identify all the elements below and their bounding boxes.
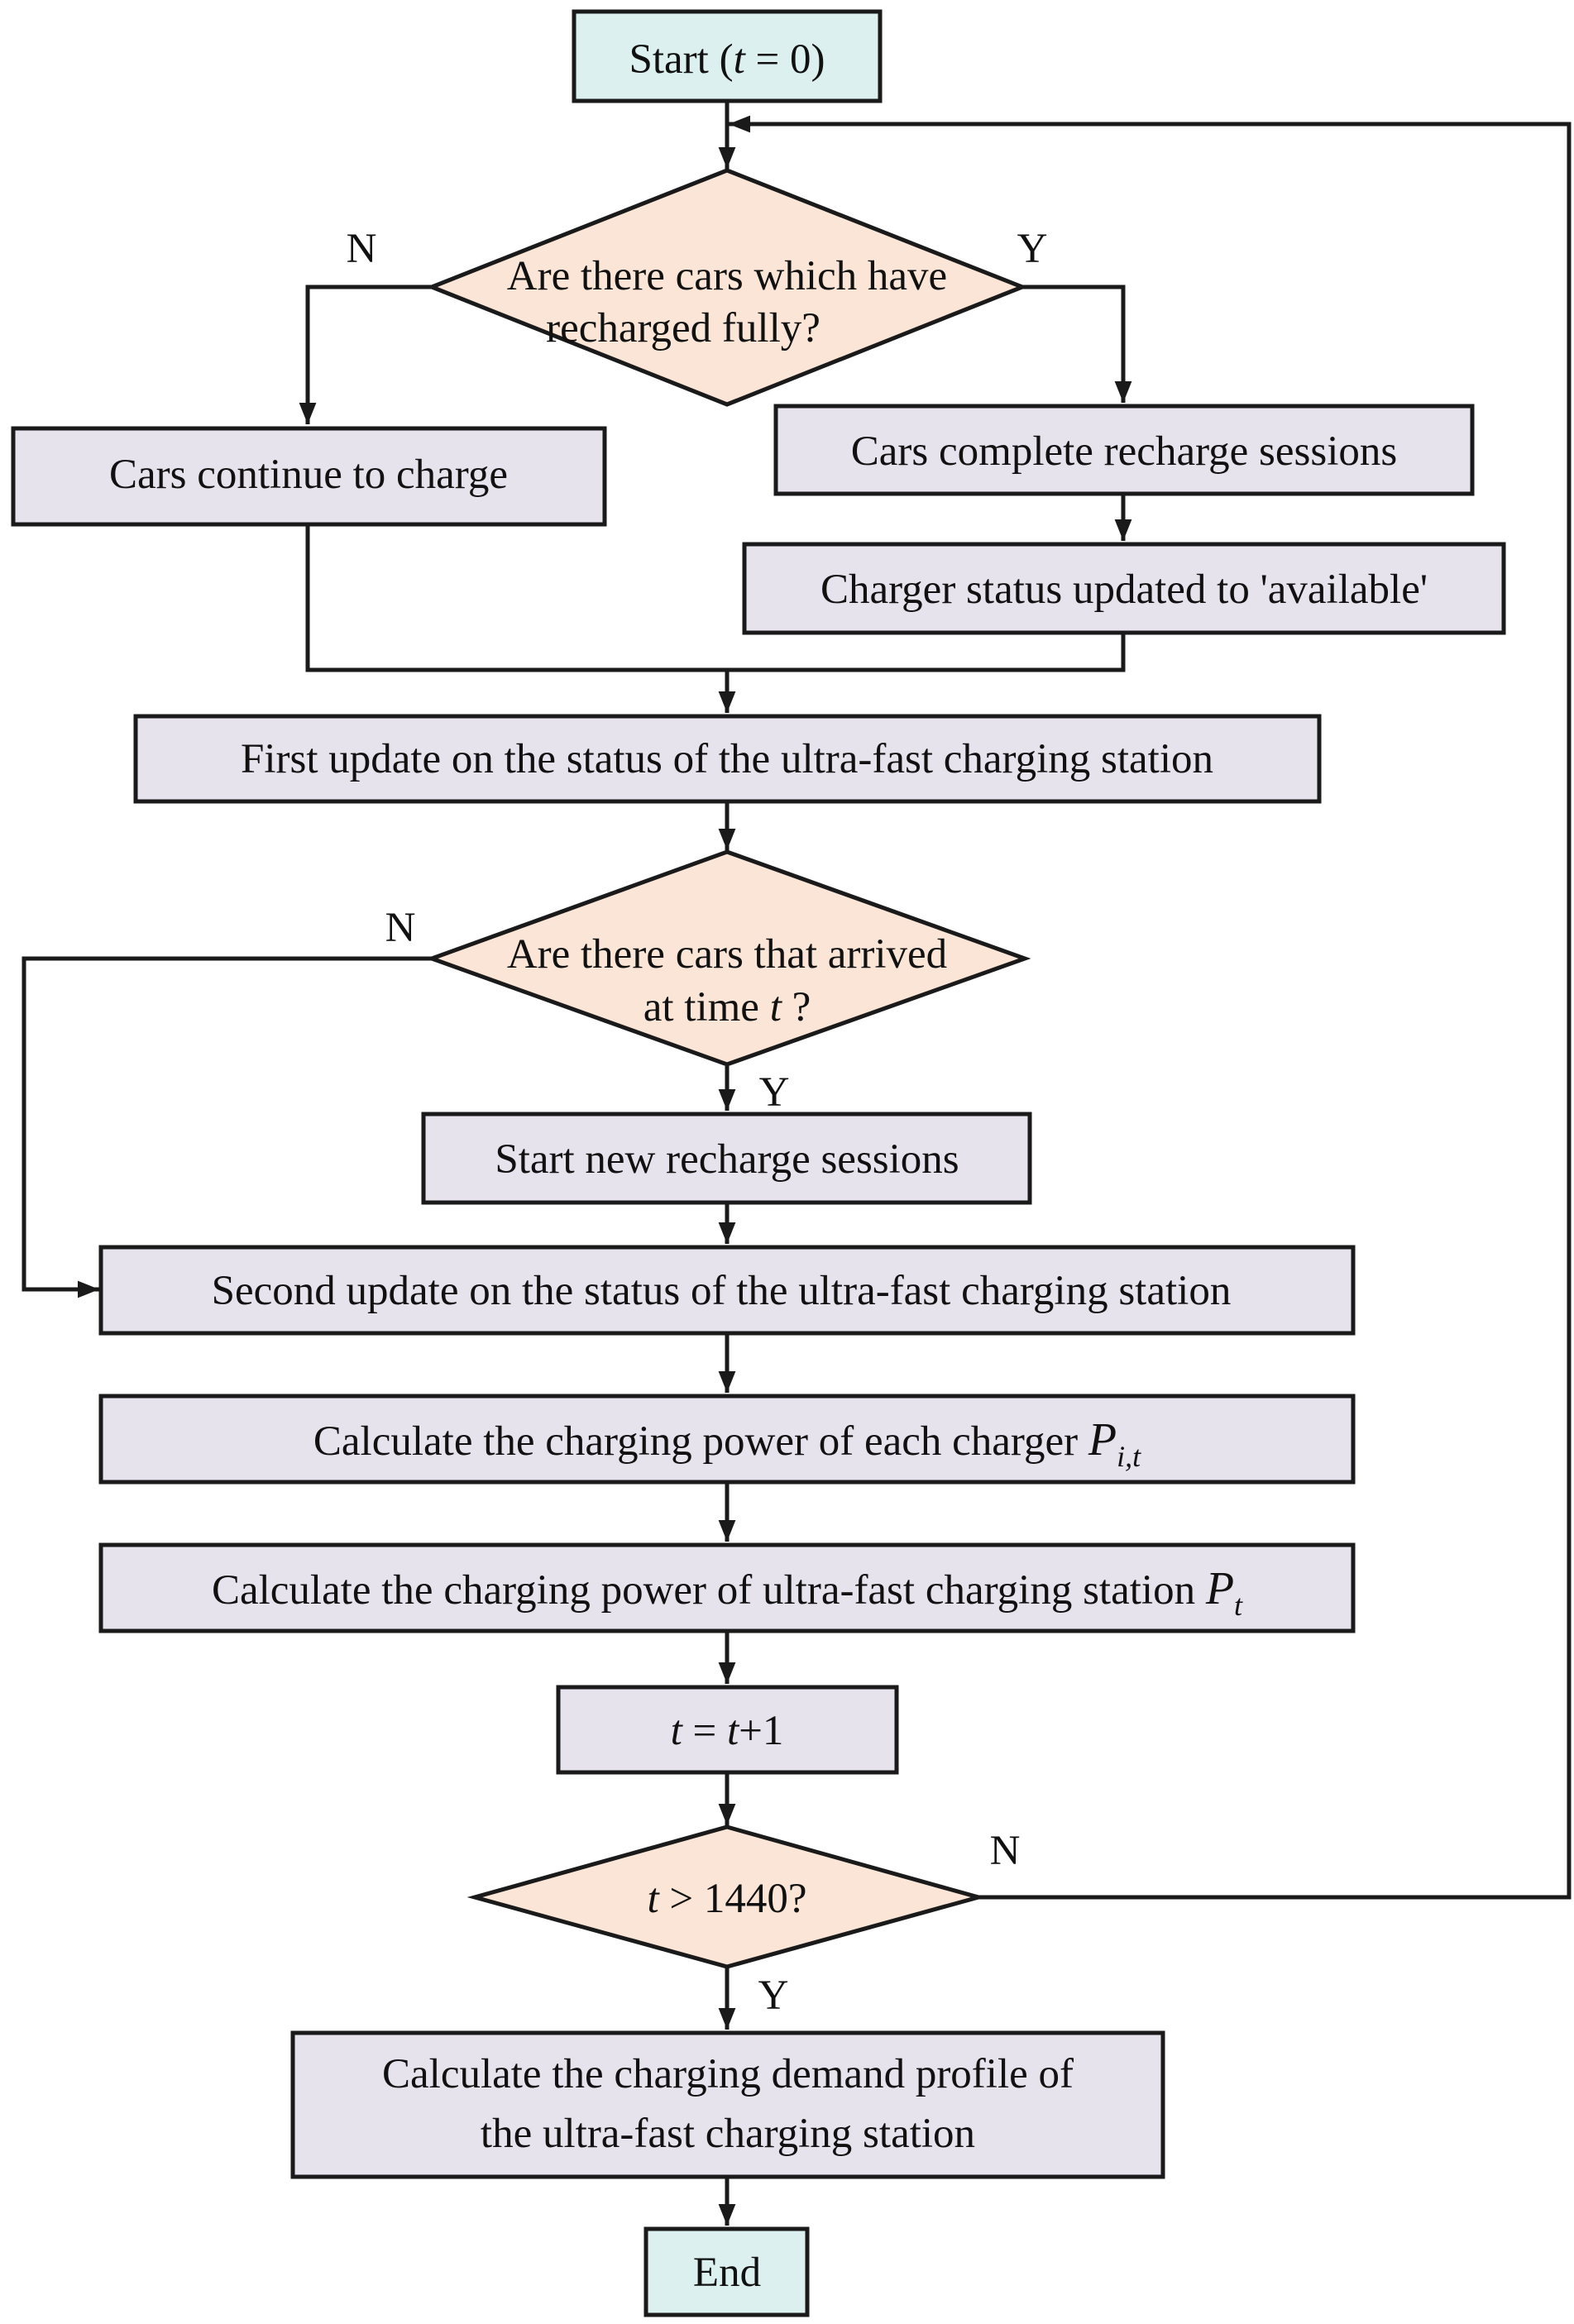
label-time-yes: Y	[758, 1973, 789, 2019]
decision-cars-arrived-line1: Are there cars that arrived	[507, 931, 947, 978]
decision-recharged-fully-line1: Are there cars which have	[507, 253, 947, 299]
second-update-label: Second update on the status of the ultra…	[212, 1268, 1232, 1314]
first-update-label: First update on the status of the ultra-…	[241, 736, 1213, 782]
label-arrived-no: N	[385, 905, 416, 951]
process-charger-available: Charger status updated to 'available'	[742, 542, 1506, 635]
process-continue-charge: Cars continue to charge	[11, 426, 607, 527]
merge-line-left	[305, 524, 727, 672]
connectors	[22, 101, 1572, 2226]
end-label: End	[693, 2250, 761, 2296]
start-node: Start (t = 0)	[572, 9, 883, 103]
end-node: End	[643, 2226, 810, 2317]
merge-line-right	[727, 633, 1126, 672]
decision-time-limit: t > 1440?	[466, 1824, 987, 1969]
process-start-sessions: Start new recharge sessions	[421, 1112, 1032, 1205]
decision-recharged-fully-line2: recharged fully?	[546, 305, 820, 351]
decision-time-limit-label: t > 1440?	[647, 1876, 806, 1922]
label-full-yes: Y	[1017, 226, 1048, 272]
continue-charge-label: Cars continue to charge	[109, 452, 508, 498]
charger-available-label: Charger status updated to 'available'	[820, 567, 1428, 613]
arrow-time-no-loop	[729, 115, 1572, 1900]
decision-cars-arrived: Are there cars that arrived at time t ?	[425, 849, 1031, 1067]
process-first-update: First update on the status of the ultra-…	[133, 714, 1322, 804]
start-label: Start (t = 0)	[629, 36, 825, 83]
calc-profile-line2: the ultra-fast charging station	[481, 2111, 975, 2157]
increment-label: t = t+1	[671, 1708, 784, 1754]
arrow-arrived-no	[22, 956, 432, 1298]
process-increment-time: t = t+1	[556, 1685, 899, 1775]
calc-profile-line1: Calculate the charging demand profile of	[382, 2051, 1074, 2097]
process-calc-charger-power: Calculate the charging power of each cha…	[98, 1394, 1356, 1485]
arrow-full-yes	[1022, 285, 1132, 403]
start-sessions-label: Start new recharge sessions	[495, 1136, 959, 1183]
process-calc-station-power: Calculate the charging power of ultra-fa…	[98, 1542, 1356, 1633]
arrow-full-no	[299, 285, 432, 424]
process-second-update: Second update on the status of the ultra…	[98, 1245, 1356, 1336]
process-calc-demand-profile: Calculate the charging demand profile of…	[290, 2030, 1165, 2179]
decision-recharged-fully: Are there cars which have recharged full…	[426, 168, 1028, 407]
label-full-no: N	[347, 226, 377, 272]
calc-station-power-label: Calculate the charging power of ultra-fa…	[212, 1563, 1243, 1622]
process-complete-sessions: Cars complete recharge sessions	[773, 404, 1475, 496]
label-time-no: N	[990, 1828, 1021, 1874]
calc-charger-power-label: Calculate the charging power of each cha…	[313, 1414, 1141, 1473]
complete-sessions-label: Cars complete recharge sessions	[851, 428, 1397, 475]
label-arrived-yes: Y	[759, 1069, 790, 1116]
decision-cars-arrived-line2: at time t ?	[643, 984, 811, 1030]
